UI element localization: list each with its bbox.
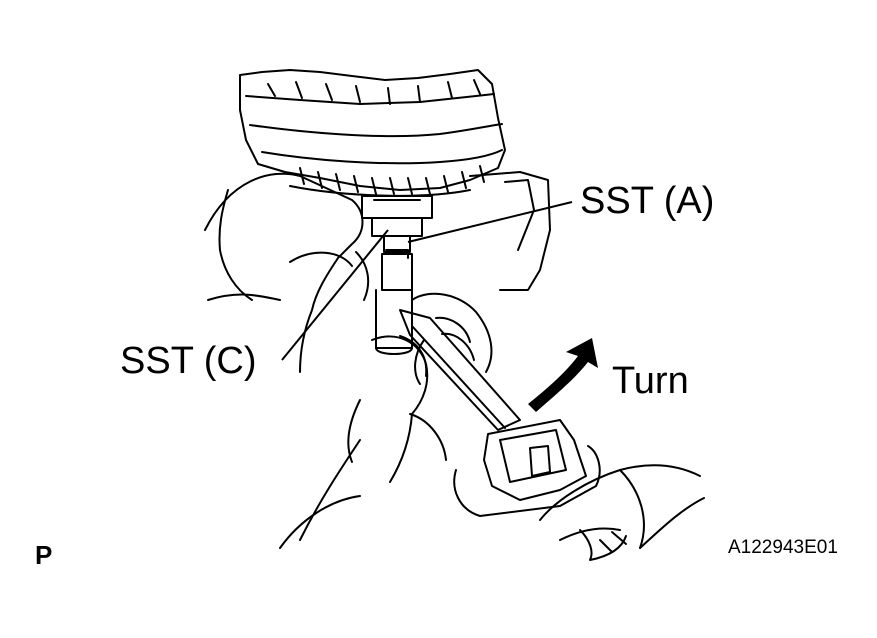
lower-hand (299, 335, 447, 541)
curved-arrow-icon (528, 338, 598, 412)
left-hand (204, 172, 370, 373)
figure-code: A122943E01 (728, 537, 838, 558)
wrench (399, 309, 601, 517)
sst-c-tool (375, 289, 413, 355)
turn-label: Turn (612, 360, 689, 402)
sst-a-label: SST (A) (580, 180, 715, 222)
leader-lines (281, 201, 573, 361)
leader-line-sst-a (407, 201, 573, 243)
pulley-shaft (361, 195, 433, 253)
sst-a-tool (381, 249, 413, 291)
alternator (239, 69, 551, 291)
bracing-hand (411, 292, 493, 385)
leader-line-sst-c (281, 229, 389, 361)
page-marker: P (35, 540, 53, 570)
sst-c-label: SST (C) (120, 340, 257, 382)
sleeve (279, 495, 705, 549)
wrench-hand (539, 464, 701, 561)
